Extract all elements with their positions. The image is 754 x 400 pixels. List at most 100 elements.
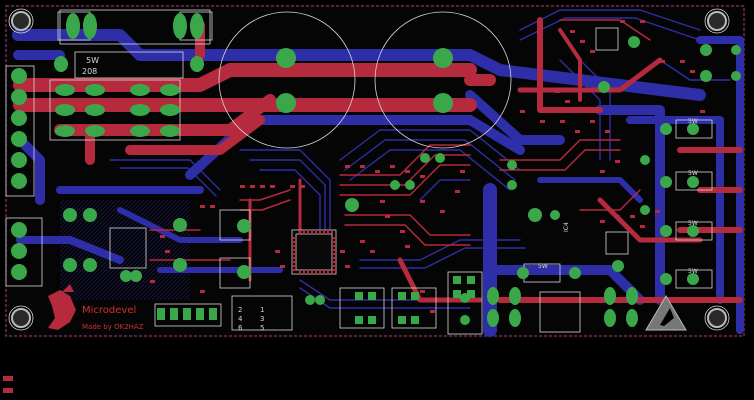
smd-pad — [555, 90, 560, 93]
smd-pad — [460, 170, 465, 173]
qfp-pin — [332, 253, 336, 255]
qfp-pin — [292, 269, 296, 271]
smd-pad — [630, 215, 635, 218]
smd-pad — [575, 130, 580, 133]
qfp-pin — [332, 241, 336, 243]
smd-pad — [540, 120, 545, 123]
small-resistor-label: 5W — [688, 118, 698, 125]
qfp-pin — [292, 253, 296, 255]
smd-pad — [300, 185, 305, 188]
qfp-pin — [311, 230, 313, 234]
connector-pin-label: 1 — [260, 306, 264, 314]
mounting-holes — [11, 11, 727, 328]
smd-pad — [210, 205, 215, 208]
smd-pad — [660, 60, 665, 63]
smd-pad — [165, 250, 170, 253]
smd-pad — [430, 310, 435, 313]
layer-marker — [3, 376, 13, 393]
ic-label: IC4 — [563, 222, 570, 232]
connector-pin-label: 5 — [260, 324, 264, 332]
smd-pad — [275, 250, 280, 253]
smd-pad — [405, 170, 410, 173]
qfp-pin — [327, 230, 329, 234]
resistor-label-top: 5W — [86, 56, 99, 65]
capacitor-outline — [218, 11, 356, 149]
qfp-pin — [332, 265, 336, 267]
smd-pad — [640, 20, 645, 23]
smd-pad — [640, 225, 645, 228]
smd-pad — [385, 215, 390, 218]
smd-pad — [600, 170, 605, 173]
smd-pad — [380, 200, 385, 203]
qfp-pin — [327, 270, 329, 274]
connector-pin-label: 2 — [238, 306, 242, 314]
smd-pad — [560, 120, 565, 123]
smd-pad — [250, 185, 255, 188]
smd-pad — [360, 240, 365, 243]
smd-pad — [615, 160, 620, 163]
qfp-pin — [292, 265, 296, 267]
smd-pad — [260, 185, 265, 188]
qfp-pin — [292, 241, 296, 243]
smd-pad — [240, 185, 245, 188]
resistor-label-bottom: 208 — [82, 67, 97, 76]
smd-pad — [290, 185, 295, 188]
smd-pad — [270, 185, 275, 188]
qfp-pin — [311, 270, 313, 274]
esd-warning-icon — [645, 295, 687, 331]
qfp-pin — [292, 249, 296, 251]
bottom-resistor-label: 5W — [538, 263, 548, 270]
pads-layer — [11, 13, 741, 327]
smd-pad — [390, 165, 395, 168]
mounting-hole-icon — [704, 305, 730, 331]
smd-pad — [405, 245, 410, 248]
smd-pad — [340, 250, 345, 253]
smd-pad — [200, 290, 205, 293]
qfp-pin — [315, 270, 317, 274]
qfp-pin — [331, 230, 333, 234]
smd-pad — [150, 280, 155, 283]
smd-components — [150, 20, 705, 313]
qfp-pin — [292, 261, 296, 263]
mounting-hole-icon — [704, 8, 730, 34]
smd-pad — [280, 265, 285, 268]
qfp-pin — [331, 270, 333, 274]
qfp-pin — [332, 261, 336, 263]
smd-pad — [420, 200, 425, 203]
small-resistor-label: 5W — [688, 170, 698, 177]
qfp-pin — [299, 270, 301, 274]
ground-fill — [60, 200, 190, 300]
qfp-pin — [303, 270, 305, 274]
smd-pad — [590, 50, 595, 53]
smd-pad — [565, 100, 570, 103]
qfp-pin — [315, 230, 317, 234]
qfp-pin — [307, 230, 309, 234]
smd-pad — [375, 170, 380, 173]
qfp-pin — [323, 230, 325, 234]
qfp-pin — [332, 237, 336, 239]
small-resistor-label: 5W — [688, 220, 698, 227]
logo-text: Microdevel — [82, 305, 136, 316]
credit-text: Made by OK2HAZ — [82, 323, 144, 331]
qfp-pin — [292, 245, 296, 247]
mounting-hole-icon — [8, 8, 34, 34]
capacitor-outline — [374, 11, 512, 149]
qfp-pin — [307, 270, 309, 274]
smd-pad — [420, 290, 425, 293]
smd-pad — [605, 130, 610, 133]
bird-logo-icon — [48, 284, 76, 330]
smd-pad — [200, 205, 205, 208]
smd-pad — [345, 165, 350, 168]
mounting-hole-icon — [8, 305, 34, 331]
smd-pad — [360, 165, 365, 168]
smd-pads — [157, 276, 475, 324]
qfp-pin — [292, 237, 296, 239]
connector-pin-label: 4 — [238, 315, 243, 323]
smd-pad — [420, 175, 425, 178]
smd-pad — [455, 190, 460, 193]
smd-pad — [655, 210, 660, 213]
smd-pad — [370, 250, 375, 253]
smd-pad — [520, 110, 525, 113]
